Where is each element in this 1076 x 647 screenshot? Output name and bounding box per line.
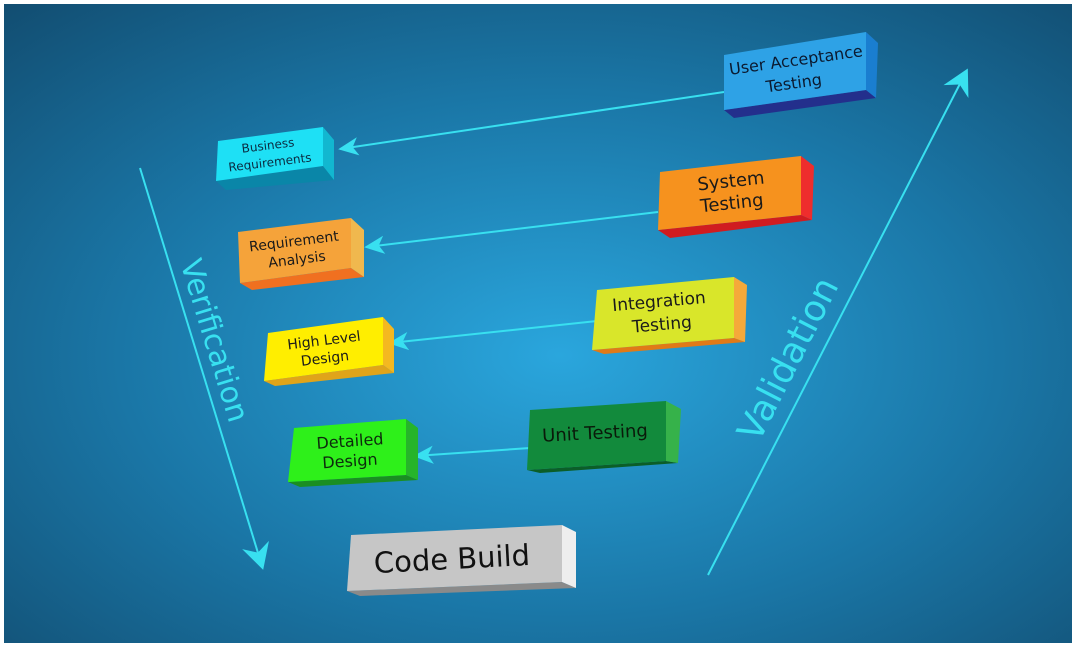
box-front-face <box>724 32 866 110</box>
box-bottom-face <box>724 90 876 118</box>
box-user-acceptance-testing: User Acceptance Testing <box>724 32 878 118</box>
box-bottom-face <box>264 365 394 386</box>
box-unit-testing: Unit Testing <box>527 401 681 473</box>
box-bottom-face <box>347 582 576 596</box>
arrow-system-to-requirement <box>364 211 659 254</box>
box-side-face <box>801 156 814 220</box>
box-label-line-1: Business <box>241 135 295 155</box>
box-business-requirements: Business Requirements <box>216 127 334 190</box>
connector-arrows <box>338 91 725 464</box>
box-system-testing: System Testing <box>658 156 814 238</box>
box-detailed-design: Detailed Design <box>288 419 418 487</box>
box-bottom-face <box>216 166 334 190</box>
box-side-face <box>866 32 878 98</box>
box-side-face <box>351 218 364 277</box>
box-front-face <box>527 401 666 470</box>
box-front-face <box>216 127 323 181</box>
verification-arrow <box>139 167 269 570</box>
box-bottom-face <box>592 338 745 354</box>
box-side-face <box>383 317 394 373</box>
box-bottom-face <box>288 475 418 487</box>
box-front-face <box>288 419 406 482</box>
box-side-face <box>666 401 681 463</box>
box-code-build: Code Build <box>347 525 576 596</box>
validation-arrow <box>707 68 969 576</box>
box-bottom-face <box>527 461 678 473</box>
arrow-unit-to-detailed <box>413 445 531 464</box>
arrow-integration-to-hld <box>388 320 598 351</box>
arrow-uat-to-business <box>338 91 725 156</box>
box-label-line-1: Detailed <box>316 429 384 453</box>
box-bottom-face <box>240 268 364 290</box>
box-front-face <box>238 218 351 283</box>
box-side-face <box>406 419 418 480</box>
box-integration-testing: Integration Testing <box>592 277 747 354</box>
box-bottom-face <box>658 215 812 238</box>
box-label-line-2: Analysis <box>267 249 326 272</box>
box-front-face <box>592 277 734 350</box>
box-side-face <box>562 525 576 588</box>
box-side-face <box>734 277 747 342</box>
box-front-face <box>347 525 562 591</box>
box-requirement-analysis: Requirement Analysis <box>238 218 364 290</box>
box-side-face <box>323 127 334 180</box>
box-high-level-design: High Level Design <box>264 317 394 386</box>
box-label-line-2: Design <box>322 450 378 473</box>
box-front-face <box>658 156 801 230</box>
box-front-face <box>264 317 383 381</box>
box-label-line-1: Code Build <box>373 538 531 580</box>
box-label-line-2: Design <box>300 348 350 370</box>
